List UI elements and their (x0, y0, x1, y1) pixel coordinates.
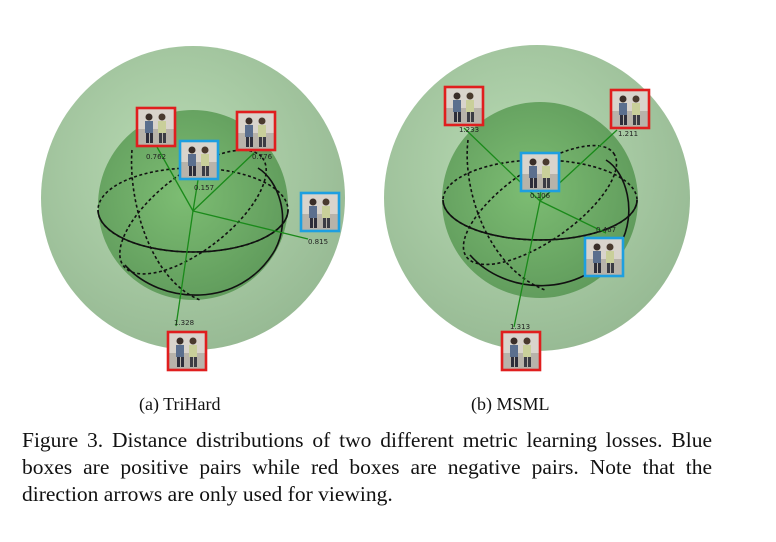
negative-sample-box (166, 330, 208, 372)
negative-sample-box (135, 106, 177, 148)
subcaption-trihard: (a) TriHard (139, 394, 221, 414)
negative-sample-box (500, 330, 542, 372)
distance-label: 1.233 (459, 126, 479, 134)
distance-distribution-figure: 0.762 0.776 0.157 0.815 1.328 (41, 45, 690, 372)
negative-sample-box (443, 85, 485, 127)
positive-sample-box (299, 191, 341, 233)
distance-label: 0.776 (252, 153, 273, 161)
subcaption-msml: (b) MSML (471, 394, 550, 414)
panel-b-msml: 1.233 1.211 0.106 0.467 1.313 (384, 45, 690, 372)
distance-label: 0.106 (530, 192, 551, 200)
distance-label: 1.211 (618, 130, 638, 138)
distance-label: 0.815 (308, 238, 328, 246)
figure-caption: Figure 3. Distance distributions of two … (22, 428, 712, 506)
distance-label: 0.467 (596, 226, 616, 234)
inner-sphere (98, 110, 288, 300)
negative-sample-box (609, 88, 651, 130)
positive-sample-box (519, 151, 561, 193)
positive-sample-box (583, 236, 625, 278)
distance-label: 1.313 (510, 323, 530, 331)
positive-sample-box (178, 139, 220, 181)
negative-sample-box (235, 110, 277, 152)
distance-label: 0.762 (146, 153, 166, 161)
wireframe-rings (97, 149, 289, 301)
distance-label: 0.157 (194, 184, 214, 192)
direction-lines (156, 146, 309, 327)
distance-label: 1.328 (174, 319, 194, 327)
panel-a-trihard: 0.762 0.776 0.157 0.815 1.328 (41, 46, 345, 372)
